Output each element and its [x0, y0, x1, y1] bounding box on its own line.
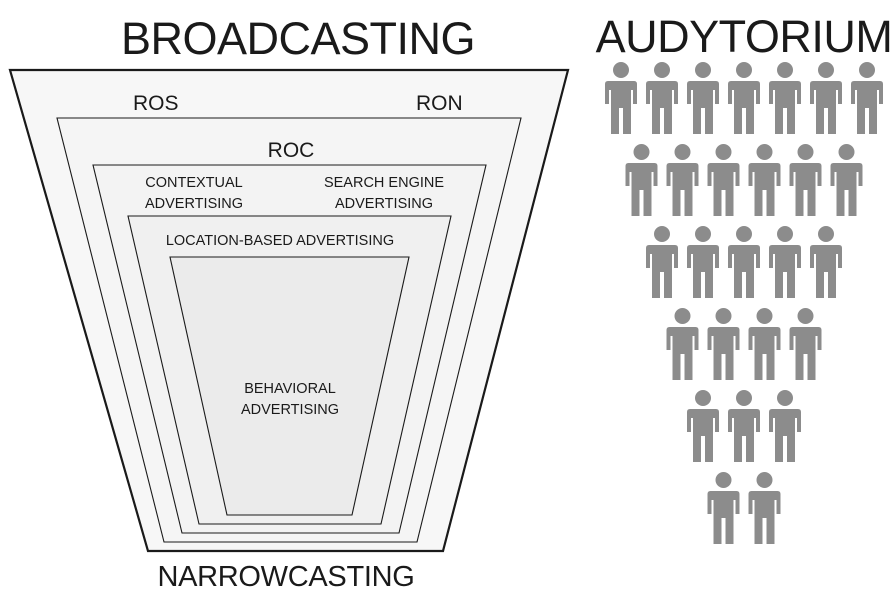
audytorium-title: AUDYTORIUM [596, 11, 891, 62]
person-icon [646, 62, 678, 134]
person-icon [646, 226, 678, 298]
broadcasting-title: BROADCASTING [121, 13, 475, 64]
person-icon [789, 308, 822, 380]
person-icon [707, 144, 740, 216]
person-icon [707, 472, 740, 544]
label-contextual-line1: CONTEXTUAL [145, 175, 243, 191]
person-icon [728, 62, 760, 134]
label-ron: RON [416, 92, 463, 115]
person-icon [605, 62, 637, 134]
person-icon [810, 62, 842, 134]
label-search-engine-line2: ADVERTISING [335, 196, 433, 212]
label-ros: ROS [133, 92, 179, 115]
person-icon [666, 308, 699, 380]
label-behavioral-line1: BEHAVIORAL [244, 381, 336, 397]
label-location-based: LOCATION-BASED ADVERTISING [166, 233, 394, 249]
narrowcasting-title: NARROWCASTING [157, 561, 414, 591]
person-icon [748, 308, 781, 380]
funnel-layer-behavioral [169, 256, 410, 516]
person-icon [748, 144, 781, 216]
person-icon [810, 226, 842, 298]
person-icon [687, 226, 719, 298]
person-icon [748, 472, 781, 544]
person-icon [687, 62, 719, 134]
label-contextual-line2: ADVERTISING [145, 196, 243, 212]
person-icon [769, 62, 801, 134]
person-icon [728, 390, 760, 462]
person-icon [789, 144, 822, 216]
label-search-engine-line1: SEARCH ENGINE [324, 175, 444, 191]
person-icon [728, 226, 760, 298]
person-icon [830, 144, 863, 216]
person-icon [687, 390, 719, 462]
person-icon [666, 144, 699, 216]
person-icon [769, 226, 801, 298]
person-icon [769, 390, 801, 462]
person-icon [707, 308, 740, 380]
person-icon [625, 144, 658, 216]
label-behavioral-line2: ADVERTISING [241, 402, 339, 418]
audience-people-group [605, 62, 883, 544]
label-roc: ROC [268, 139, 315, 162]
person-icon [851, 62, 883, 134]
